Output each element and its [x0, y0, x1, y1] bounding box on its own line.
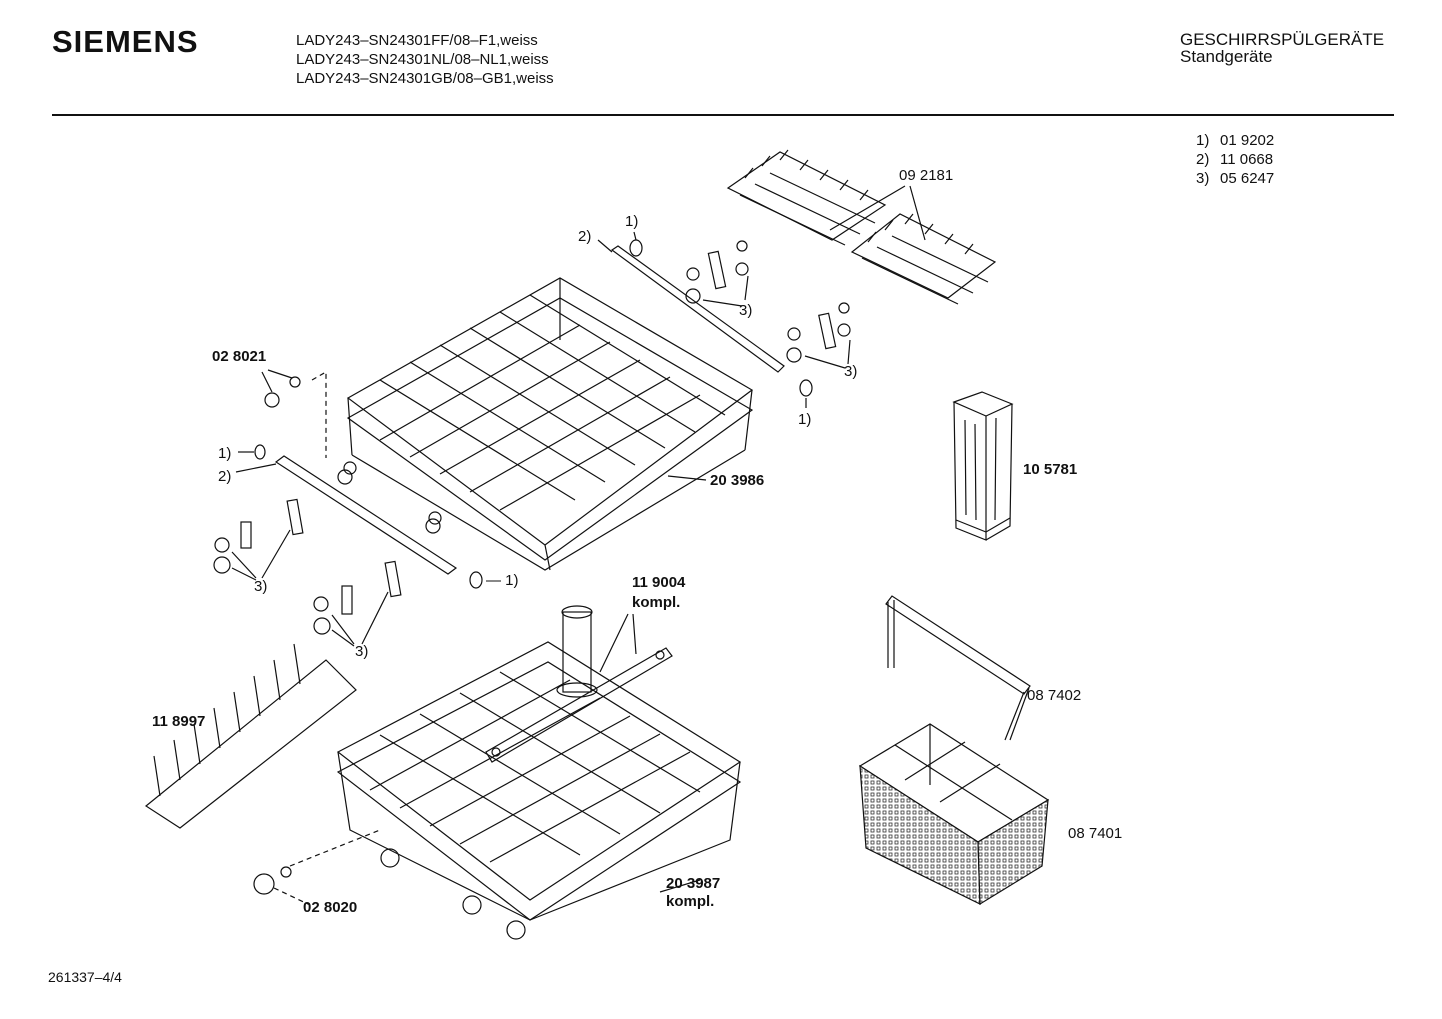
cutlery-holder [952, 391, 1014, 541]
parts-legend: 1)01 9202 2)11 0668 3)05 6247 [1196, 131, 1274, 188]
bracket-left-a [213, 498, 304, 581]
label-lower-basket: 20 3987 [666, 875, 721, 892]
model-line: LADY243–SN24301NL/08–NL1,weiss [296, 51, 549, 68]
leader-upper-basket [667, 475, 707, 481]
wheel-upper [261, 369, 327, 458]
bracket-top-a [685, 240, 749, 307]
label-tine-rows: 09 2181 [899, 167, 954, 184]
tine-row-upper [726, 149, 887, 246]
category-title: GESCHIRRSPÜLGERÄTE [1180, 30, 1385, 49]
rail-top [610, 245, 785, 373]
header-divider [52, 114, 1394, 116]
bracket-left-b [313, 560, 402, 647]
rail-left [274, 455, 458, 575]
label-basket-handle: 08 7402 [1027, 687, 1082, 704]
leader-spray-arm [599, 613, 637, 673]
label-cutlery-basket: 08 7401 [1068, 825, 1123, 842]
label-cup-bottom: — 1) [486, 572, 519, 589]
document-id: 261337–4/4 [48, 969, 122, 985]
brand-logo: SIEMENS [52, 24, 199, 59]
cutlery-basket [858, 723, 1050, 906]
label-wheel-lower: 02 8020 [303, 899, 358, 916]
cup-left [254, 444, 266, 460]
label-bracket-top-a: 3) [739, 302, 753, 319]
cup-bottom [469, 571, 483, 589]
upper-basket [337, 277, 754, 571]
label-cutlery-holder: 10 5781 [1023, 461, 1078, 478]
leader-cup-top [633, 231, 637, 241]
legend-row: 1)01 9202 [1196, 132, 1275, 149]
leader-lower-basket [659, 879, 701, 893]
model-line: LADY243–SN24301FF/08–F1,weiss [296, 32, 538, 49]
wheel-lower [253, 829, 381, 906]
label-cup-top: 1) [625, 213, 639, 230]
label-bracket-left-b: 3) [355, 643, 369, 660]
label-bracket-top-b: 3) [844, 363, 858, 380]
category-subtitle: Standgeräte [1180, 47, 1273, 66]
category-block: GESCHIRRSPÜLGERÄTE Standgeräte [1180, 31, 1384, 65]
label-lower-basket-sub: kompl. [666, 893, 715, 910]
legend-row: 2)11 0668 [1196, 151, 1274, 168]
model-line: LADY243–SN24301GB/08–GB1,weiss [296, 70, 554, 87]
tine-row-lower [850, 213, 997, 305]
tine-insert [144, 643, 357, 829]
bracket-top-b [786, 302, 851, 369]
label-spray-arm: 11 9004 [632, 574, 686, 591]
label-upper-basket: 20 3986 [710, 472, 765, 489]
label-spray-arm-sub: kompl. [632, 594, 681, 611]
lower-basket [336, 641, 742, 940]
legend-row: 3)05 6247 [1196, 170, 1275, 187]
label-rail-top: 2) [578, 228, 592, 245]
model-list: LADY243–SN24301FF/08–F1,weiss LADY243–SN… [296, 31, 554, 88]
leader-tine-rows [829, 185, 926, 241]
label-cup-left: 1) [218, 445, 232, 462]
leader-rail-left [235, 463, 277, 473]
label-rail-left: 2) [218, 468, 232, 485]
cup-right [799, 379, 813, 397]
label-bracket-left-a: 3) [254, 578, 268, 595]
label-tine-insert: 11 8997 [152, 713, 206, 730]
spray-arm [485, 605, 673, 763]
label-cup-right: 1) [798, 411, 812, 428]
basket-handle [885, 595, 1031, 741]
label-wheel-upper: 02 8021 [212, 348, 267, 365]
cup-top [629, 239, 643, 257]
leader-rail-top [597, 239, 613, 253]
